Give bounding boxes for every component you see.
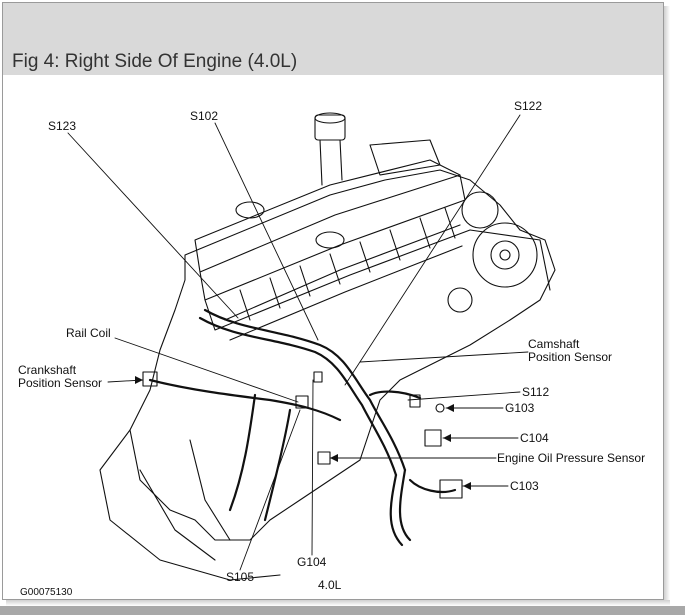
bell-housing xyxy=(99,429,281,581)
frame-shadow-bottom xyxy=(6,600,670,606)
leader-lines xyxy=(67,114,529,571)
label-c104: C104 xyxy=(520,431,549,445)
figure-frame: Fig 4: Right Side Of Engine (4.0L) xyxy=(2,2,664,600)
label-camshaft-line2: Position Sensor xyxy=(528,350,613,364)
label-s123: S123 xyxy=(48,119,77,133)
label-g104: G104 xyxy=(297,555,327,569)
label-engine-oil-pressure-sensor: Engine Oil Pressure Sensor xyxy=(497,451,646,465)
oil-fill-cap xyxy=(235,112,441,249)
figure-header: Fig 4: Right Side Of Engine (4.0L) xyxy=(3,3,663,75)
wiring-harness xyxy=(148,308,457,547)
cylinder-ribs xyxy=(224,207,463,341)
label-camshaft-line1: Camshaft xyxy=(528,337,580,351)
front-pulleys xyxy=(447,191,551,313)
label-s105: S105 xyxy=(226,570,255,584)
arrowheads xyxy=(135,376,471,490)
engine-outline xyxy=(129,159,556,541)
label-crankshaft-line1: Crankshaft xyxy=(18,363,77,377)
label-rail-coil: Rail Coil xyxy=(66,326,111,340)
frame-shadow-right xyxy=(664,6,670,602)
label-crankshaft-line2: Position Sensor xyxy=(18,376,103,390)
figure-title: Fig 4: Right Side Of Engine (4.0L) xyxy=(12,51,298,72)
label-s102: S102 xyxy=(190,109,219,123)
label-c103: C103 xyxy=(510,479,539,493)
label-figure-code: G00075130 xyxy=(20,587,73,598)
label-engine-size: 4.0L xyxy=(318,578,342,592)
bottom-bar xyxy=(0,606,685,615)
label-s122: S122 xyxy=(514,99,543,113)
harness-connectors xyxy=(142,371,463,499)
label-s112: S112 xyxy=(522,385,550,399)
label-g103: G103 xyxy=(505,401,535,415)
